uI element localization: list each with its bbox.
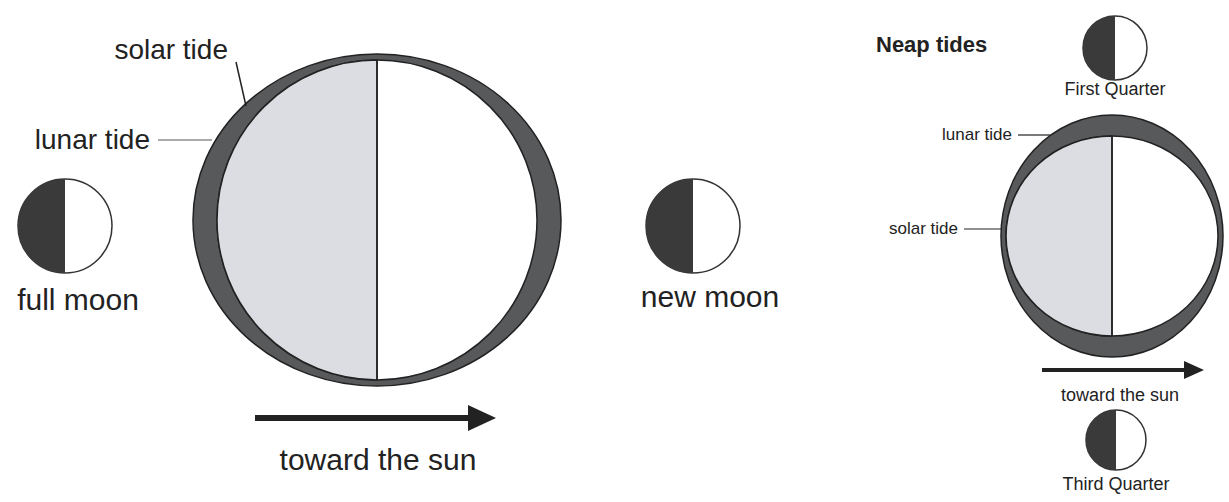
moon-phase-label: new moon bbox=[641, 280, 779, 315]
tide-label: lunar tide bbox=[942, 125, 1012, 145]
sun-arrow bbox=[1042, 368, 1186, 372]
leader-line bbox=[964, 228, 1002, 229]
terminator-line bbox=[376, 60, 378, 380]
terminator-line bbox=[1111, 136, 1113, 336]
tide-label: lunar tide bbox=[35, 124, 150, 156]
moon-icon bbox=[1083, 16, 1147, 80]
leader-line bbox=[236, 62, 246, 106]
lunar-tide-bulge bbox=[193, 54, 561, 386]
moon-shadow bbox=[1086, 410, 1116, 470]
panel-title: Neap tides bbox=[876, 32, 987, 57]
moon-shadow bbox=[646, 179, 693, 273]
arrow-head bbox=[468, 405, 496, 431]
moon-phase-label: Third Quarter bbox=[1062, 474, 1169, 495]
arrow-label: toward the sun bbox=[280, 443, 477, 478]
earth-night-side bbox=[217, 60, 377, 380]
leader-line bbox=[1018, 134, 1050, 135]
moon-phase-label: full moon bbox=[17, 283, 139, 318]
moon-icon bbox=[1086, 410, 1146, 470]
arrow-label: toward the sun bbox=[1061, 385, 1179, 406]
moon-shadow bbox=[1083, 16, 1115, 80]
leader-line bbox=[158, 139, 212, 141]
earth-day-side bbox=[217, 60, 537, 380]
tide-label: solar tide bbox=[889, 219, 958, 239]
moon-phase-label: First Quarter bbox=[1064, 79, 1165, 100]
earth-day-side bbox=[1006, 136, 1218, 336]
tide-label: solar tide bbox=[114, 34, 228, 66]
arrow-head bbox=[1184, 361, 1204, 379]
moon-icon bbox=[18, 179, 112, 273]
lunar-tide-bulge bbox=[1001, 115, 1223, 357]
moon-icon bbox=[646, 179, 740, 273]
moon-shadow bbox=[18, 179, 65, 273]
earth-night-side bbox=[1006, 136, 1112, 336]
sun-arrow bbox=[255, 415, 470, 421]
